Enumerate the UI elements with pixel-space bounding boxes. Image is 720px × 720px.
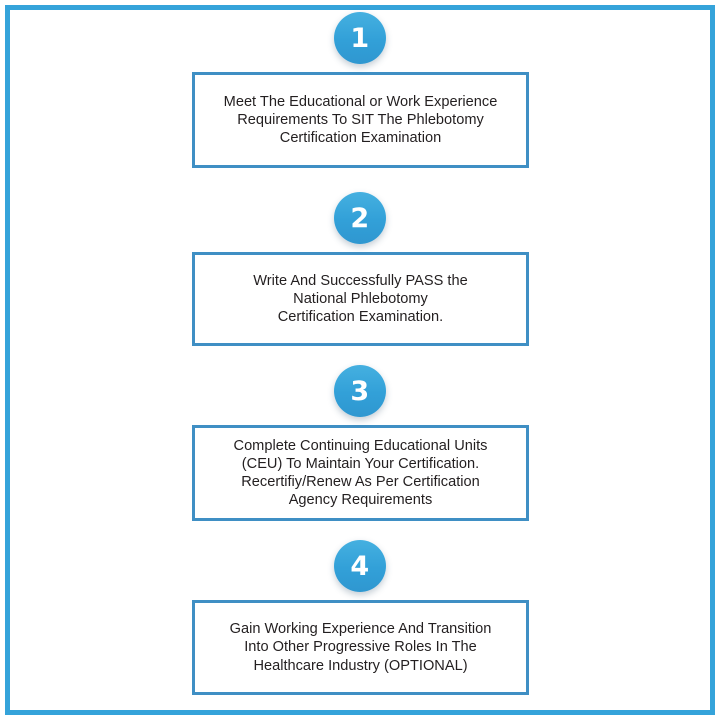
step-box-2: Write And Successfully PASS the National… xyxy=(192,252,529,346)
step-text-2: Write And Successfully PASS the National… xyxy=(253,272,468,326)
step-number-badge-4: 4 xyxy=(334,540,386,592)
step-number-badge-2: 2 xyxy=(334,192,386,244)
step-text-4: Gain Working Experience And Transition I… xyxy=(229,621,492,674)
step-box-4: Gain Working Experience And Transition I… xyxy=(192,600,529,695)
step-number-label-4: 4 xyxy=(350,550,370,582)
step-number-badge-1: 1 xyxy=(334,12,386,64)
step-number-label-1: 1 xyxy=(350,22,370,54)
step-number-badge-3: 3 xyxy=(334,365,386,417)
step-box-3: Complete Continuing Educational Units (C… xyxy=(192,425,529,521)
step-box-1: Meet The Educational or Work Experience … xyxy=(192,72,529,168)
step-number-label-2: 2 xyxy=(350,202,370,234)
step-text-1: Meet The Educational or Work Experience … xyxy=(223,93,498,147)
step-text-3: Complete Continuing Educational Units (C… xyxy=(233,437,488,509)
step-number-label-3: 3 xyxy=(350,375,370,407)
